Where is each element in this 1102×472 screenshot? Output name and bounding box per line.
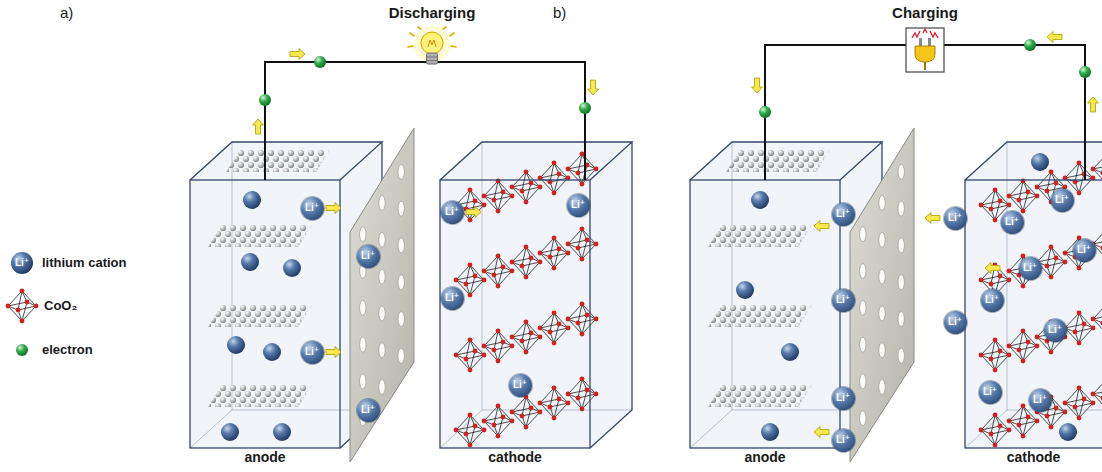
ion-label: Li⁺	[948, 317, 962, 327]
legend-electron-sample	[16, 344, 28, 356]
legend-text: lithium cation	[42, 255, 127, 271]
ion-label: Li⁺	[361, 405, 375, 415]
ion-label: Li⁺	[983, 387, 997, 397]
lithium-ion: Li⁺	[832, 203, 855, 226]
legend-ion-symbol: Li⁺	[15, 258, 29, 268]
lithium-spheres	[736, 191, 799, 441]
lithium-ion: Li⁺	[567, 194, 590, 217]
cobalt-oxide-layers	[979, 152, 1102, 448]
ion-label: Li⁺	[1005, 217, 1019, 227]
legend-lithium-sample	[11, 252, 33, 274]
cathode-box-front	[965, 142, 1102, 448]
panel-letter: a)	[60, 4, 73, 22]
legend-octahedron-sample	[6, 289, 39, 324]
lithium-ion: Li⁺	[509, 374, 532, 397]
lithium-ion: Li⁺	[1019, 257, 1042, 280]
ion-label: Li⁺	[361, 251, 375, 261]
circuit-wire	[765, 45, 1085, 180]
cathode-box-front	[440, 142, 632, 448]
lithium-ion: Li⁺	[1029, 389, 1052, 412]
electrode-box: cathodeLi⁺Li⁺Li⁺Li⁺Li⁺Li⁺Li⁺Li⁺	[965, 180, 1102, 448]
separator	[350, 128, 414, 462]
light-bulb	[408, 26, 456, 64]
lithium-ion: Li⁺	[981, 289, 1004, 312]
ion-label: Li⁺	[1077, 245, 1091, 255]
ion-label: Li⁺	[1048, 325, 1062, 335]
lithium-ion: Li⁺	[357, 245, 380, 268]
lithium-ion: Li⁺	[1073, 239, 1096, 262]
anode-box-front	[690, 142, 882, 448]
lithium-ion: Li⁺	[832, 289, 855, 312]
ion-label: Li⁺	[836, 435, 850, 445]
cathode-box-back	[965, 142, 1102, 448]
electrode-box: cathodeLi⁺Li⁺Li⁺Li⁺	[440, 180, 590, 448]
lithium-ion: Li⁺	[832, 387, 855, 410]
lithium-ion: Li⁺	[441, 287, 464, 310]
lithium-ion: Li⁺	[1044, 319, 1067, 342]
ion-label: Li⁺	[1055, 195, 1069, 205]
lithium-ion: Li⁺	[301, 197, 324, 220]
anode-box-back	[690, 142, 882, 448]
graphite-layers	[708, 150, 830, 407]
lithium-ion: Li⁺	[301, 341, 324, 364]
panel-title: Charging	[892, 4, 958, 22]
lithium-ion: Li⁺	[1051, 189, 1074, 212]
electrode-label: anode	[690, 449, 840, 466]
electron-flow-arrows	[253, 32, 1099, 135]
cathode-box-back	[440, 142, 632, 448]
ion-label: Li⁺	[445, 207, 459, 217]
legend-text: electron	[42, 342, 93, 358]
cobalt-oxide-layers	[454, 152, 599, 448]
ion-label: Li⁺	[513, 380, 527, 390]
lithium-spheres	[221, 191, 301, 441]
electrons	[259, 39, 1091, 118]
lithium-ion: Li⁺	[979, 381, 1002, 404]
lithium-ion: Li⁺	[944, 207, 967, 230]
panel-letter: b)	[553, 4, 566, 22]
lithium-ion: Li⁺	[1001, 211, 1024, 234]
lithium-ion: Li⁺	[832, 429, 855, 452]
ion-label: Li⁺	[1033, 395, 1047, 405]
separator	[850, 128, 914, 462]
ion-label: Li⁺	[305, 203, 319, 213]
ion-label: Li⁺	[948, 213, 962, 223]
graphite-layers	[208, 150, 330, 407]
ion-arrows	[326, 203, 1000, 438]
electrode-label: cathode	[440, 449, 590, 466]
power-plug	[906, 28, 944, 72]
ion-label: Li⁺	[305, 347, 319, 357]
ion-label: Li⁺	[836, 393, 850, 403]
ion-label: Li⁺	[571, 200, 585, 210]
panel-title: Discharging	[389, 4, 476, 22]
ion-label: Li⁺	[445, 293, 459, 303]
electrode-label: anode	[190, 449, 340, 466]
electrode-label: cathode	[965, 449, 1102, 466]
electrode-box: anode	[690, 180, 840, 448]
electrode-box: anodeLi⁺Li⁺	[190, 180, 340, 448]
ion-label: Li⁺	[985, 295, 999, 305]
legend-text: CoO₂	[44, 298, 77, 314]
lithium-ion: Li⁺	[944, 311, 967, 334]
ion-label: Li⁺	[836, 209, 850, 219]
lithium-spheres	[1031, 153, 1077, 441]
lithium-ion: Li⁺	[357, 399, 380, 422]
ion-label: Li⁺	[1023, 263, 1037, 273]
lithium-ion: Li⁺	[441, 201, 464, 224]
ion-label: Li⁺	[836, 295, 850, 305]
circuit-wire	[265, 62, 585, 180]
